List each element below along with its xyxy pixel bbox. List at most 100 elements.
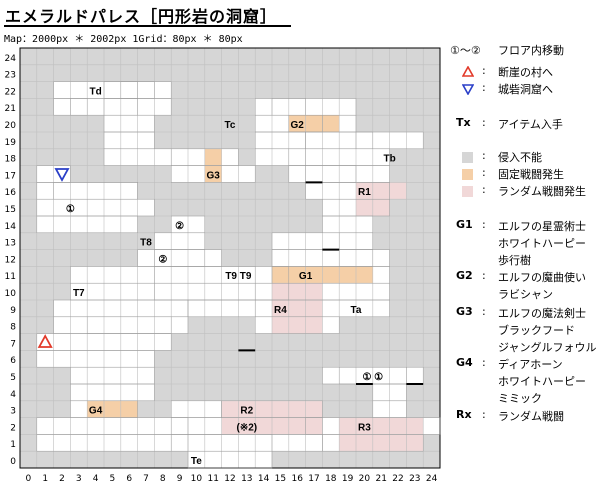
fixed-battle-zone-g3 (204, 148, 222, 166)
legend-colon: : (482, 408, 486, 421)
map-label: T9 T9 (225, 271, 252, 282)
legend-g4-line: ミミック (498, 392, 542, 405)
x-axis-label: 6 (126, 474, 132, 484)
legend-g2-key: G2 (456, 269, 473, 282)
floor-cell (322, 367, 407, 384)
random-battle-zone-r4 (272, 300, 323, 317)
y-axis-label: 11 (5, 272, 16, 282)
y-axis-label: 9 (10, 306, 16, 316)
legend-colon: : (482, 356, 486, 369)
legend-g2-line: ラビシャン (498, 288, 553, 301)
legend-colon: : (482, 166, 486, 179)
x-axis-label: 11 (207, 474, 218, 484)
legend-g4-key: G4 (456, 356, 473, 369)
legend-colon: : (482, 183, 486, 196)
floor-edge (170, 165, 256, 183)
random-battle-zone-r4 (272, 316, 323, 334)
y-axis-label: 22 (5, 87, 16, 97)
legend-fixed-battle-text: 固定戦闘発生 (498, 168, 564, 181)
y-axis-label: 16 (5, 188, 17, 198)
floor-cell (36, 417, 188, 435)
x-axis-label: 0 (26, 474, 32, 484)
title-underline (4, 25, 291, 27)
legend-colon: : (482, 64, 486, 77)
legend-g4-line: ホワイトハーピー (498, 375, 586, 388)
y-axis-label: 17 (5, 171, 16, 181)
y-axis-label: 20 (5, 121, 17, 131)
legend-g3-key: G3 (456, 305, 473, 318)
random-battle-zone-r3 (339, 417, 424, 435)
legend-g3-line: ジャングルフォウル (498, 341, 597, 354)
impassable-swatch (462, 152, 473, 163)
legend-colon: : (482, 269, 486, 282)
map-label: R4 (274, 305, 287, 316)
x-axis-label: 14 (258, 474, 270, 484)
floor-edge (86, 316, 172, 334)
y-axis-label: 2 (10, 423, 16, 433)
fixed-battle-zone-g4 (87, 400, 138, 418)
map-label: R3 (358, 422, 371, 433)
y-axis-label: 13 (5, 239, 16, 249)
y-axis-label: 1 (10, 440, 16, 450)
map-label: R2 (240, 406, 253, 417)
floor-cell (104, 115, 155, 132)
legend-g1-line: エルフの星霊術士 (498, 220, 586, 233)
y-axis-label: 23 (5, 71, 16, 81)
y-axis-label: 6 (10, 356, 16, 366)
map-label: Tb (383, 154, 395, 165)
x-axis-label: 2 (59, 474, 65, 484)
floor-cell (255, 132, 306, 149)
y-axis-label: 15 (5, 205, 16, 215)
floor-edge (254, 316, 340, 334)
floor-cell (87, 316, 172, 334)
floor-edge (53, 182, 138, 200)
floor-edge (36, 215, 138, 233)
map-label: G4 (89, 406, 103, 417)
castle-cave-exit-icon[interactable] (54, 168, 70, 182)
x-axis-label: 24 (426, 474, 438, 484)
map-label: T7 (73, 288, 85, 299)
x-axis-label: 22 (392, 474, 403, 484)
x-axis-label: 18 (325, 474, 337, 484)
random-battle-swatch (462, 186, 473, 197)
floor-cell (322, 216, 373, 233)
floor-cell (171, 400, 222, 418)
x-axis-label: 8 (160, 474, 166, 484)
legend-castle-cave-text: 城砦洞窟へ (498, 83, 553, 96)
legend-item-text: アイテム入手 (498, 118, 563, 131)
legend-colon: : (482, 218, 486, 231)
y-axis-label: 21 (5, 104, 16, 114)
y-axis-label: 14 (5, 222, 17, 232)
floor-cell (36, 350, 155, 368)
x-axis-label: 13 (241, 474, 252, 484)
map-label: ① (66, 204, 75, 215)
map-label: (※2) (236, 422, 257, 433)
floor-cell (188, 434, 272, 452)
floor-cell (104, 132, 155, 149)
legend-move-text: フロア内移動 (498, 44, 564, 57)
legend-colon: : (482, 116, 486, 129)
x-axis-label: 5 (110, 474, 116, 484)
cliff-village-exit-icon[interactable] (37, 334, 53, 348)
x-axis-label: 12 (224, 474, 235, 484)
y-axis-label: 10 (5, 289, 17, 299)
x-axis-label: 9 (177, 474, 183, 484)
random-battle-zone-r3 (339, 434, 424, 452)
legend-g3-line: エルフの魔法剣士 (498, 307, 586, 320)
floor-edge (372, 400, 407, 418)
x-axis-label: 23 (409, 474, 420, 484)
floor-cell (305, 165, 390, 183)
page-title: エメラルドパレス［円形岩の洞窟］ (5, 7, 278, 26)
y-axis-label: 3 (10, 407, 16, 417)
title-block: エメラルドパレス［円形岩の洞窟］ (2, 2, 302, 27)
x-axis-label: 7 (143, 474, 149, 484)
y-axis-label: 7 (10, 339, 16, 349)
y-axis-label: 12 (5, 255, 16, 265)
floor-edge (339, 249, 390, 267)
fixed-battle-zone-g3 (204, 165, 222, 183)
legend-cliff-village-text: 断崖の村へ (498, 66, 553, 79)
legend-item-key: Tx (456, 116, 471, 129)
y-axis-label: 4 (10, 390, 16, 400)
floor-edge (187, 299, 256, 317)
